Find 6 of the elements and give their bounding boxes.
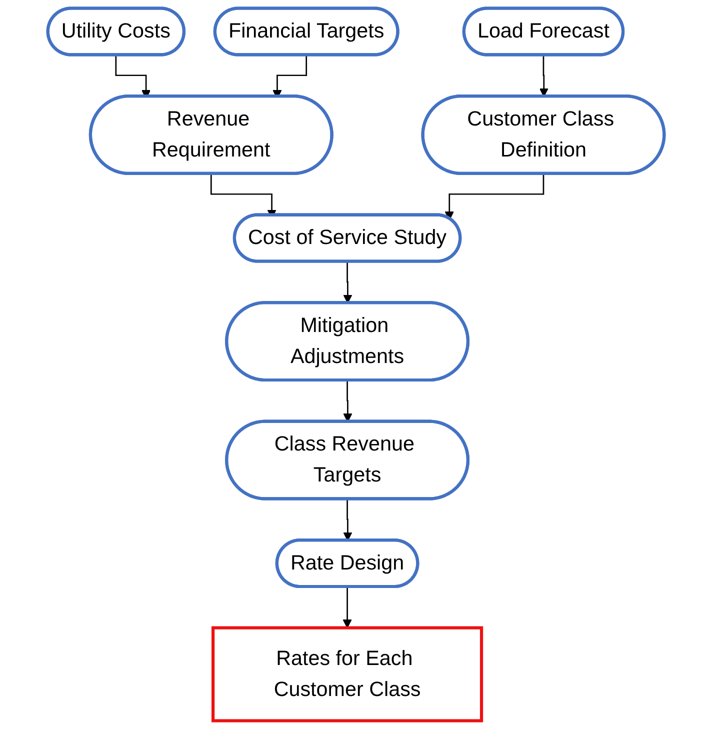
arrow	[343, 498, 352, 541]
arrow	[444, 173, 545, 220]
arrow	[539, 54, 548, 97]
node-box: Rates for Each Customer Class	[212, 626, 484, 722]
arrow	[343, 261, 352, 304]
arrow	[342, 586, 352, 628]
